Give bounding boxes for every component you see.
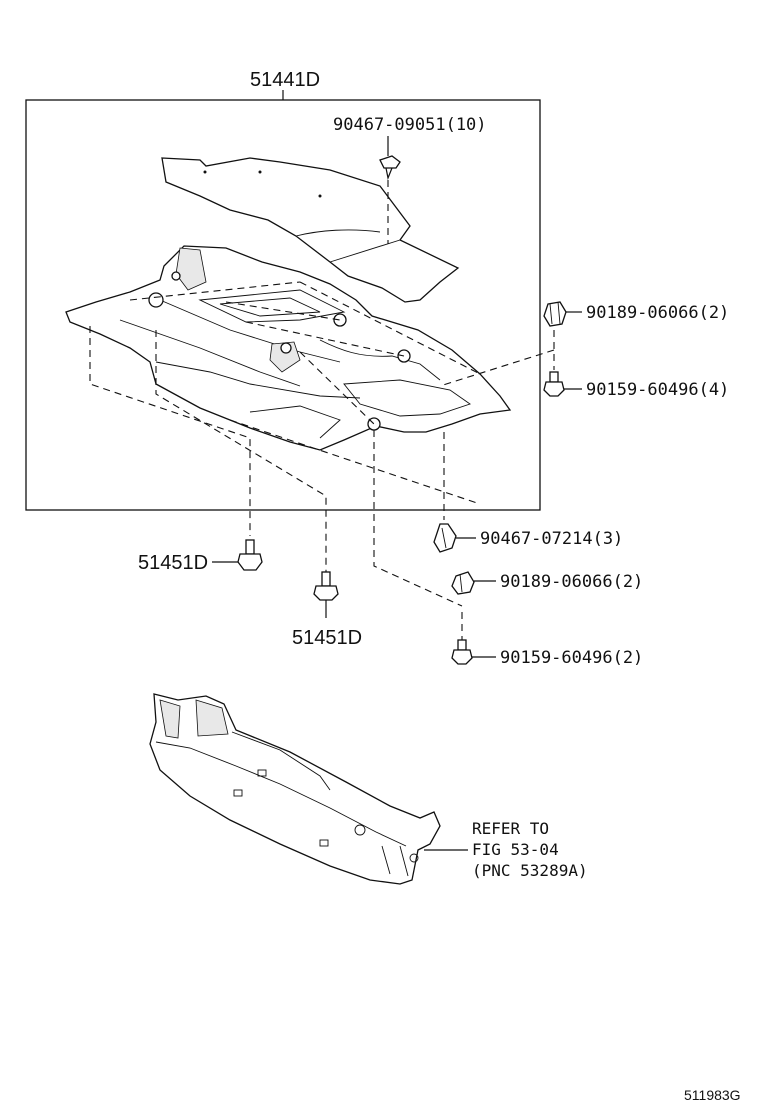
nut-right-upper-label: 90189-06066(2) [586, 303, 729, 323]
nut-right-lower-label: 90189-06066(2) [500, 572, 643, 592]
engine-under-cover [65, 245, 512, 451]
bolt-center-icon [313, 571, 339, 601]
refer-note-line-1: REFER TO [472, 819, 549, 838]
clip-top-label: 90467-09051(10) [333, 115, 487, 135]
bolt-left-icon [237, 539, 263, 571]
assembly-label: 51441D [250, 69, 320, 91]
front-lower-cover [149, 693, 441, 885]
clip-right-icon [433, 523, 457, 553]
bolt-right-upper-label: 90159-60496(4) [586, 380, 729, 400]
assembly-box [25, 99, 541, 511]
clip-right-label: 90467-07214(3) [480, 529, 623, 549]
diagram-id: 511983G [684, 1087, 741, 1103]
refer-note-line-2: FIG 53-04 [472, 840, 559, 859]
bolt-right-lower-label: 90159-60496(2) [500, 648, 643, 668]
bolt-right-upper-icon [543, 371, 565, 397]
clip-top-icon [379, 155, 401, 181]
fastener-leader-lines [89, 281, 481, 644]
nut-right-lower-icon [451, 571, 475, 595]
refer-note-line-3: (PNC 53289A) [472, 861, 588, 880]
bolt-right-lower-icon [451, 639, 473, 665]
bolt-left-label: 51451D [138, 552, 208, 574]
refer-note: REFER TO FIG 53-04 (PNC 53289A) [472, 819, 588, 880]
nut-right-upper-icon [543, 301, 567, 327]
bolt-center-label: 51451D [292, 627, 362, 649]
